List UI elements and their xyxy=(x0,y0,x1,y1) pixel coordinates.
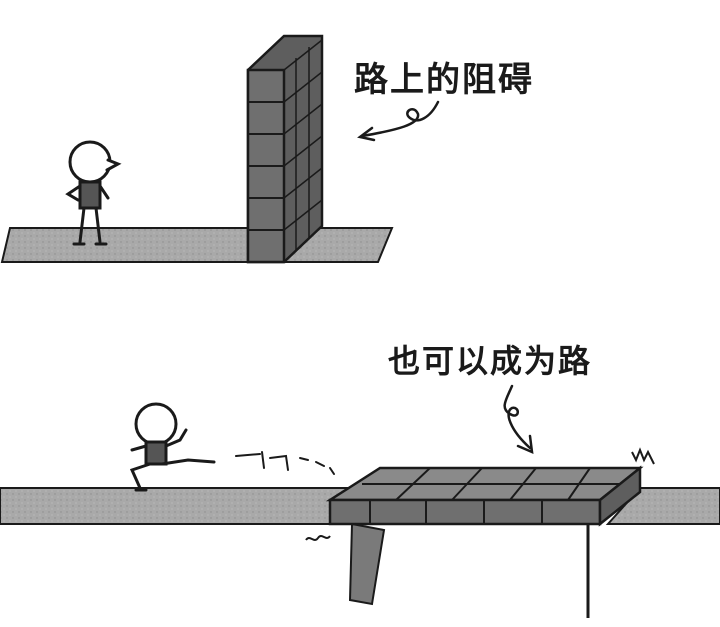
brick-wall xyxy=(246,34,324,264)
arrow-top xyxy=(360,100,440,138)
standing-figure xyxy=(65,140,122,246)
bottom-panel xyxy=(0,384,720,618)
top-panel xyxy=(0,34,440,264)
top-ground xyxy=(0,227,394,263)
arrow-bottom xyxy=(503,384,532,450)
brick-bridge xyxy=(325,465,644,527)
caption-road: 也可以成为路 xyxy=(388,342,593,380)
right-ground xyxy=(605,487,720,525)
cliff-edge xyxy=(348,522,386,606)
caption-obstacle: 路上的阻碍 xyxy=(354,60,534,100)
kicking-figure xyxy=(129,402,216,492)
motion-lines xyxy=(235,451,335,475)
left-ground xyxy=(0,487,363,525)
